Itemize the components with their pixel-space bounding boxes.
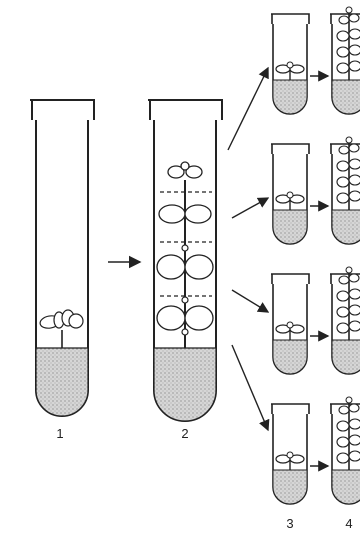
- branch-arrows: [228, 68, 268, 430]
- subculture-row-3: [271, 267, 360, 374]
- medium: [273, 80, 307, 114]
- medium: [332, 210, 360, 244]
- tube-1-medium: [36, 348, 88, 416]
- tube-1: 1: [30, 100, 94, 441]
- medium: [273, 470, 307, 504]
- medium: [332, 340, 360, 374]
- subculture-row-1: [271, 7, 360, 114]
- subculture-rows: [271, 7, 360, 504]
- medium: [332, 80, 360, 114]
- tube-2: 2: [148, 100, 222, 441]
- medium: [273, 340, 307, 374]
- subculture-row-4: [271, 397, 360, 504]
- subculture-row-2: [271, 137, 360, 244]
- tube-1-label: 1: [56, 426, 63, 441]
- medium: [332, 470, 360, 504]
- tube-2-label: 2: [181, 426, 188, 441]
- column-3-label: 3: [286, 516, 293, 531]
- column-4-label: 4: [345, 516, 352, 531]
- tube-2-medium: [154, 348, 216, 421]
- medium: [273, 210, 307, 244]
